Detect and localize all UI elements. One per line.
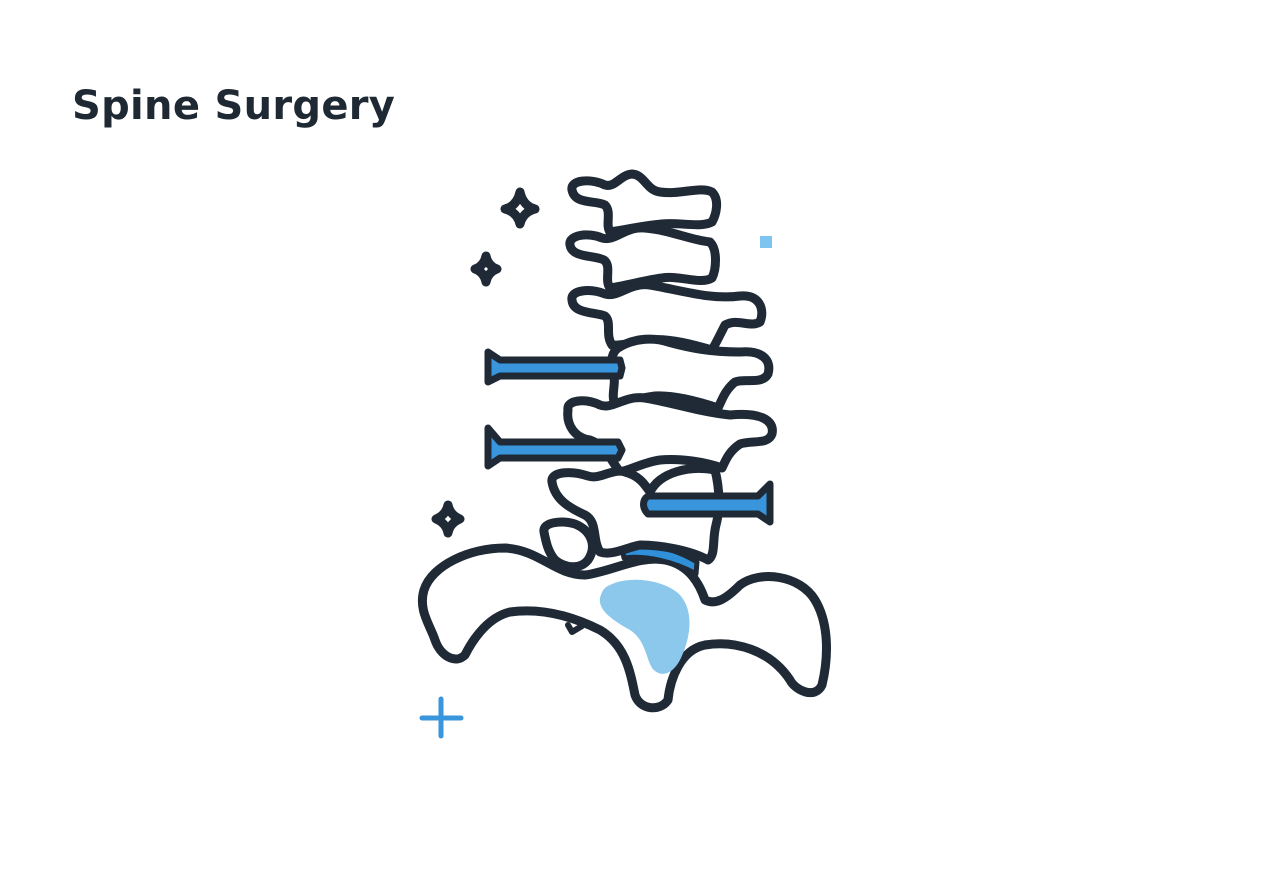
pelvis: [417, 543, 831, 713]
sparkle-icon: [470, 251, 502, 287]
vertebra-2: [565, 223, 720, 293]
square-accent: [760, 236, 772, 248]
sparkle-icon: [500, 187, 540, 229]
plus-icon: [419, 696, 464, 739]
sparkle-icon: [431, 500, 465, 538]
pedicle-screw-2: [484, 424, 626, 470]
pedicle-screw-3: [640, 480, 774, 526]
vertebra-3: [567, 280, 767, 355]
vertebra-6: [539, 463, 724, 572]
sacrum-highlight: [599, 579, 690, 674]
vertebra-1: [567, 169, 722, 237]
pedicle-screw-1: [484, 348, 626, 386]
vertebra-4: [606, 334, 774, 413]
page-title: Spine Surgery: [72, 83, 396, 129]
